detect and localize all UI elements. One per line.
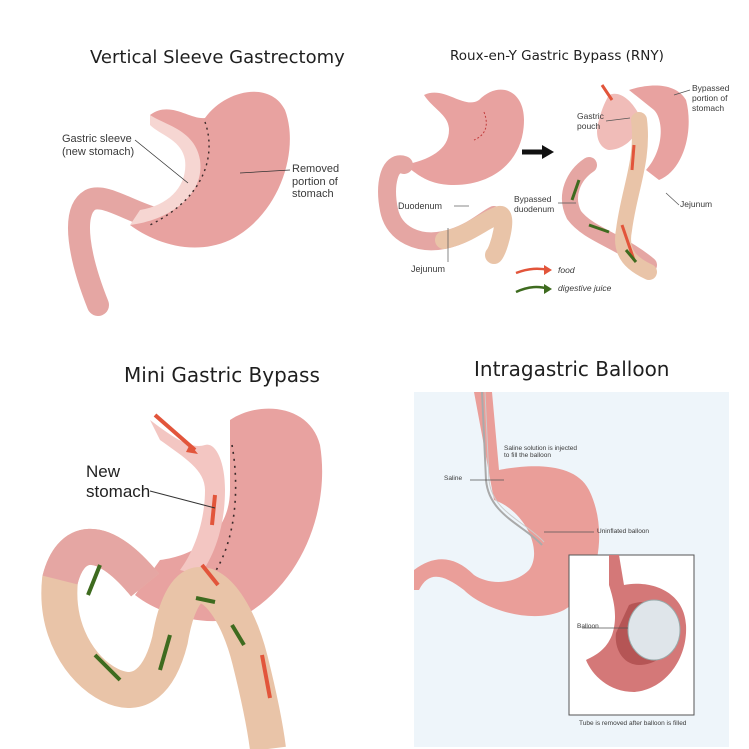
sleeve-title: Vertical Sleeve Gastrectomy [90,47,345,68]
label-saline-note: Saline solution is injected to fill the … [504,445,577,460]
sleeve-illustration [68,91,291,316]
label-bypassed-portion: Bypassed portion of stomach [692,83,730,113]
panel-intragastric-balloon: Intragastric Balloon Saline solution is … [374,340,749,749]
label-new-stomach: New stomach [86,462,151,501]
balloon-shape [627,599,681,661]
legend-food-label: food [558,265,575,275]
label-duodenum: Duodenum [398,201,443,211]
mini-illustration [41,408,323,749]
label-balloon: Balloon [577,623,599,630]
label-jejunum-right: Jejunum [680,199,713,209]
label-uninflated-balloon: Uninflated balloon [597,528,650,535]
panel-roux-en-y: Roux-en-Y Gastric Bypass (RNY) [374,0,749,340]
balloon-title: Intragastric Balloon [474,357,670,381]
rny-illustration [378,84,691,294]
label-jejunum-left: Jejunum [411,264,446,274]
label-removed-portion: Removed portion of stomach [292,163,340,201]
label-gastric-pouch: Gastric pouch [577,111,604,131]
mini-title: Mini Gastric Bypass [124,363,320,387]
panel-sleeve-gastrectomy: Vertical Sleeve Gastrectomy Gastric slee… [0,0,374,340]
balloon-illustration [414,391,729,747]
label-gastric-sleeve: Gastric sleeve (new stomach) [62,133,135,158]
label-bypassed-duodenum: Bypassed duodenum [514,194,555,214]
rny-title: Roux-en-Y Gastric Bypass (RNY) [450,48,664,64]
legend-juice-label: digestive juice [558,283,612,293]
panel-mini-gastric-bypass: Mini Gastric Bypass New stomach [0,340,374,749]
label-tube-removed: Tube is removed after balloon is filled [579,720,687,727]
label-saline: Saline [444,475,463,482]
